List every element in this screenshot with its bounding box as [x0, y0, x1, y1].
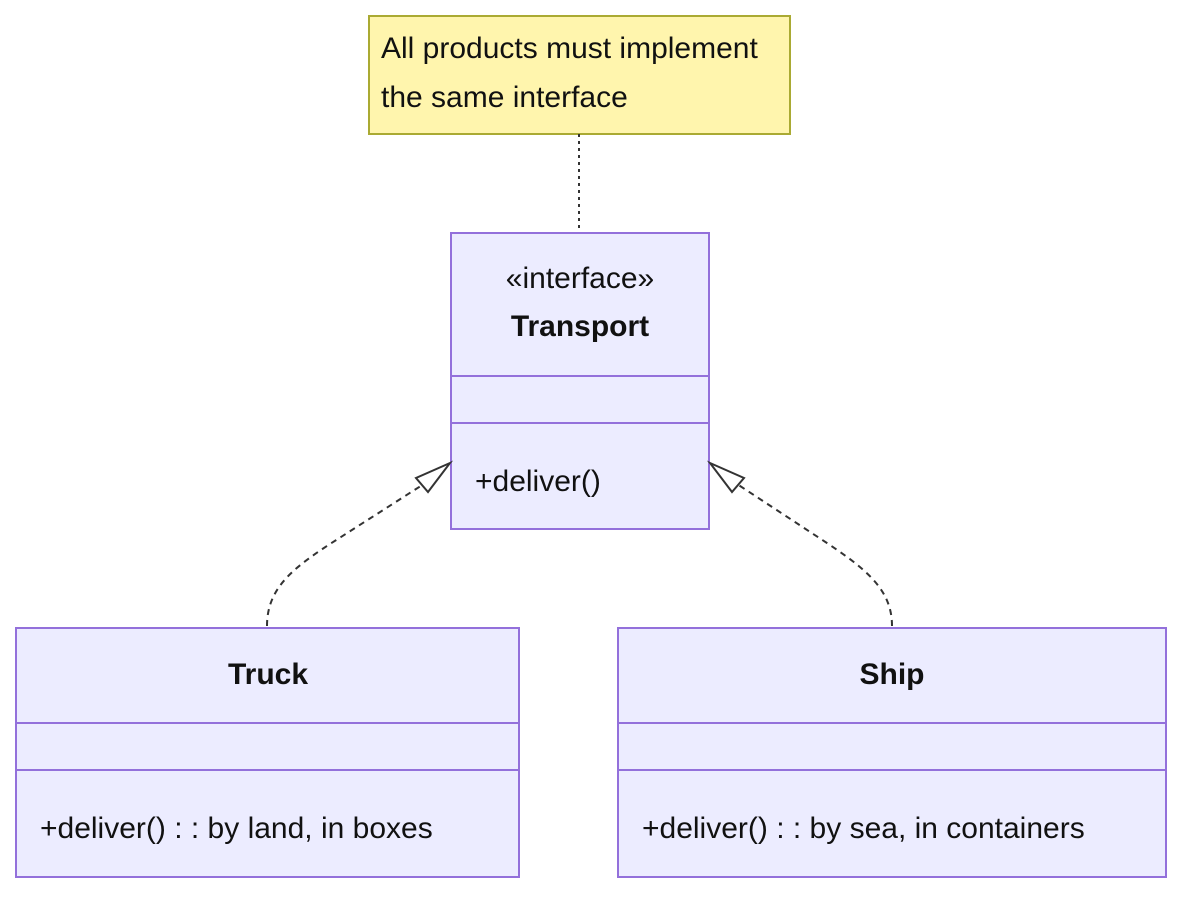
class-truck[interactable]: Truck +deliver() : : by land, in boxes: [15, 627, 520, 878]
class-ship-box: [617, 627, 1167, 878]
class-transport-name: Transport: [511, 310, 649, 343]
class-transport-box: [450, 232, 710, 530]
note-line-1: All products must implement: [381, 32, 758, 65]
class-truck-box: [15, 627, 520, 878]
class-ship-name: Ship: [860, 658, 925, 691]
realization-arrowhead-truck: [414, 460, 454, 494]
realization-ship-transport: [733, 481, 893, 627]
note-box: [368, 15, 791, 135]
class-truck-name: Truck: [228, 658, 308, 691]
realization-truck-transport: [266, 481, 428, 627]
class-ship[interactable]: Ship +deliver() : : by sea, in container…: [617, 627, 1167, 878]
class-transport[interactable]: «interface» Transport +deliver(): [450, 232, 710, 530]
class-truck-method: +deliver() : : by land, in boxes: [40, 812, 433, 845]
note-line-2: the same interface: [381, 81, 628, 114]
note: All products must implement the same int…: [368, 15, 791, 135]
class-transport-method: +deliver(): [475, 465, 601, 498]
class-ship-method: +deliver() : : by sea, in containers: [642, 812, 1085, 845]
class-transport-stereotype: «interface»: [506, 262, 654, 295]
realization-arrowhead-ship: [706, 460, 746, 494]
